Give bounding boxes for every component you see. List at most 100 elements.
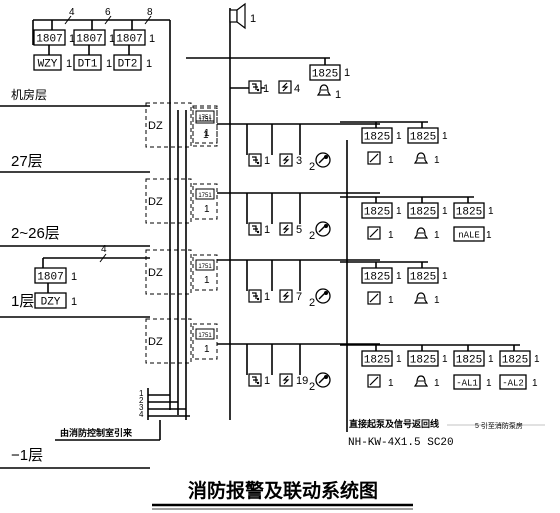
call-qty: 2 (309, 161, 315, 173)
smoke-detector-glyph (282, 375, 290, 385)
tag-box (192, 254, 218, 291)
floor-label-b1: −1层 (11, 447, 43, 464)
hydrant-button-glyph (252, 376, 258, 383)
module-1825-3-2 (453, 350, 485, 367)
module-1825-2-0 (361, 267, 393, 284)
al2-box (499, 374, 527, 390)
water-flow-glyph (369, 228, 379, 238)
qty: 1 (388, 378, 394, 389)
ground-module-1807-label: 1807 (37, 272, 63, 284)
floor-label-2-26: 2~26层 (11, 225, 60, 242)
module-1825-3-1-label: 1825 (410, 355, 436, 367)
feed-number: 4 (139, 410, 144, 419)
dz-label: DZ (148, 120, 163, 132)
nale-box (453, 226, 485, 242)
module-1825-2-1-label: 1825 (410, 272, 436, 284)
qty: 1 (263, 83, 269, 95)
call-qty: 2 (309, 297, 315, 309)
module-1807-1 (73, 29, 106, 46)
qty: 1 (203, 130, 209, 141)
al1-box (453, 374, 481, 390)
module-1825-0-0 (361, 127, 393, 144)
device-box-0-label: WZY (38, 59, 58, 71)
tag-1751 (195, 188, 215, 200)
device-box-1-label: DT1 (78, 59, 98, 71)
module-1807-2 (113, 29, 146, 46)
qty: 1 (264, 155, 270, 167)
module-1825-2-1 (407, 267, 439, 284)
module-1825-machine-label: 1825 (312, 69, 338, 81)
dz-box (145, 318, 192, 364)
pump-note: 5 引至消防泵房 (475, 421, 523, 430)
qty: 1 (396, 271, 402, 282)
tag-1751-label: 1751 (198, 115, 212, 121)
smoke-count: 7 (296, 291, 302, 303)
tag-1751-label: 1751 (198, 333, 212, 339)
qty: 1 (106, 58, 112, 70)
qty: 1 (434, 378, 440, 389)
qty: 1 (434, 230, 440, 241)
hydrant-button-glyph (252, 156, 258, 163)
bus-slash (144, 15, 152, 25)
symbols (33, 2, 545, 510)
call-qty: 2 (309, 381, 315, 393)
feed-number: 2 (139, 396, 144, 405)
device-box-1 (73, 54, 102, 71)
dz-label: DZ (148, 267, 163, 279)
tag-1751-label: 1751 (198, 264, 212, 270)
tag-1751 (195, 110, 215, 122)
qty: 1 (146, 58, 152, 70)
bus-slash (99, 253, 107, 263)
floor-label-1: 1层 (11, 293, 34, 310)
qty: 1 (434, 295, 440, 306)
module-1825-1-0-label: 1825 (364, 207, 390, 219)
smoke-detector-glyph (282, 155, 290, 165)
feed-number: 1 (139, 389, 144, 398)
qty: 1 (388, 295, 394, 306)
device-box-2-label: DT2 (118, 59, 138, 71)
hydrant-button-dot (256, 297, 260, 301)
smoke-detector-glyph (281, 82, 289, 92)
speaker-icon (229, 9, 238, 23)
qty: 1 (204, 128, 210, 139)
tag-1751 (195, 328, 215, 340)
ground-module-1807 (34, 267, 67, 284)
dz-boxes (145, 102, 218, 364)
qty: 1 (71, 296, 77, 308)
label: 4 (69, 7, 75, 18)
manual-call-point-dot (324, 291, 328, 295)
dz-label: DZ (148, 196, 163, 208)
module-1825-3-0-label: 1825 (364, 355, 390, 367)
qty: 1 (250, 13, 256, 25)
smoke-count: 4 (294, 83, 300, 95)
device-box-2 (113, 54, 142, 71)
smoke-detector-glyph (282, 224, 290, 234)
manual-call-point-dot (324, 155, 328, 159)
tag-box (192, 183, 218, 220)
qty: 1 (486, 378, 492, 389)
al2-box-label: -AL2 (502, 379, 524, 389)
water-flow-glyph (369, 376, 379, 386)
nale-box-label: nALE (458, 231, 480, 241)
manual-call-point-dot (324, 224, 328, 228)
hydrant-button-glyph (252, 83, 258, 90)
module-1825-1-0 (361, 202, 393, 219)
qty: 1 (442, 131, 448, 142)
hydrant-button-dot (256, 230, 260, 234)
diagram-title: 消防报警及联动系统图 (188, 479, 378, 502)
manual-call-point-icon (315, 152, 331, 168)
qty: 1 (396, 206, 402, 217)
call-qty: 2 (309, 230, 315, 242)
label: 8 (147, 7, 153, 18)
module-1825-0-0-label: 1825 (364, 132, 390, 144)
floor-label-machine-room: 机房层 (11, 87, 47, 102)
qty: 1 (388, 155, 394, 166)
qty: 1 (486, 230, 492, 241)
qty: 1 (442, 206, 448, 217)
dz-box (145, 249, 192, 295)
module-1825-0-1 (407, 127, 439, 144)
manual-call-point-icon (315, 221, 331, 237)
smoke-count: 5 (296, 224, 302, 236)
hydrant-button-dot (256, 88, 260, 92)
